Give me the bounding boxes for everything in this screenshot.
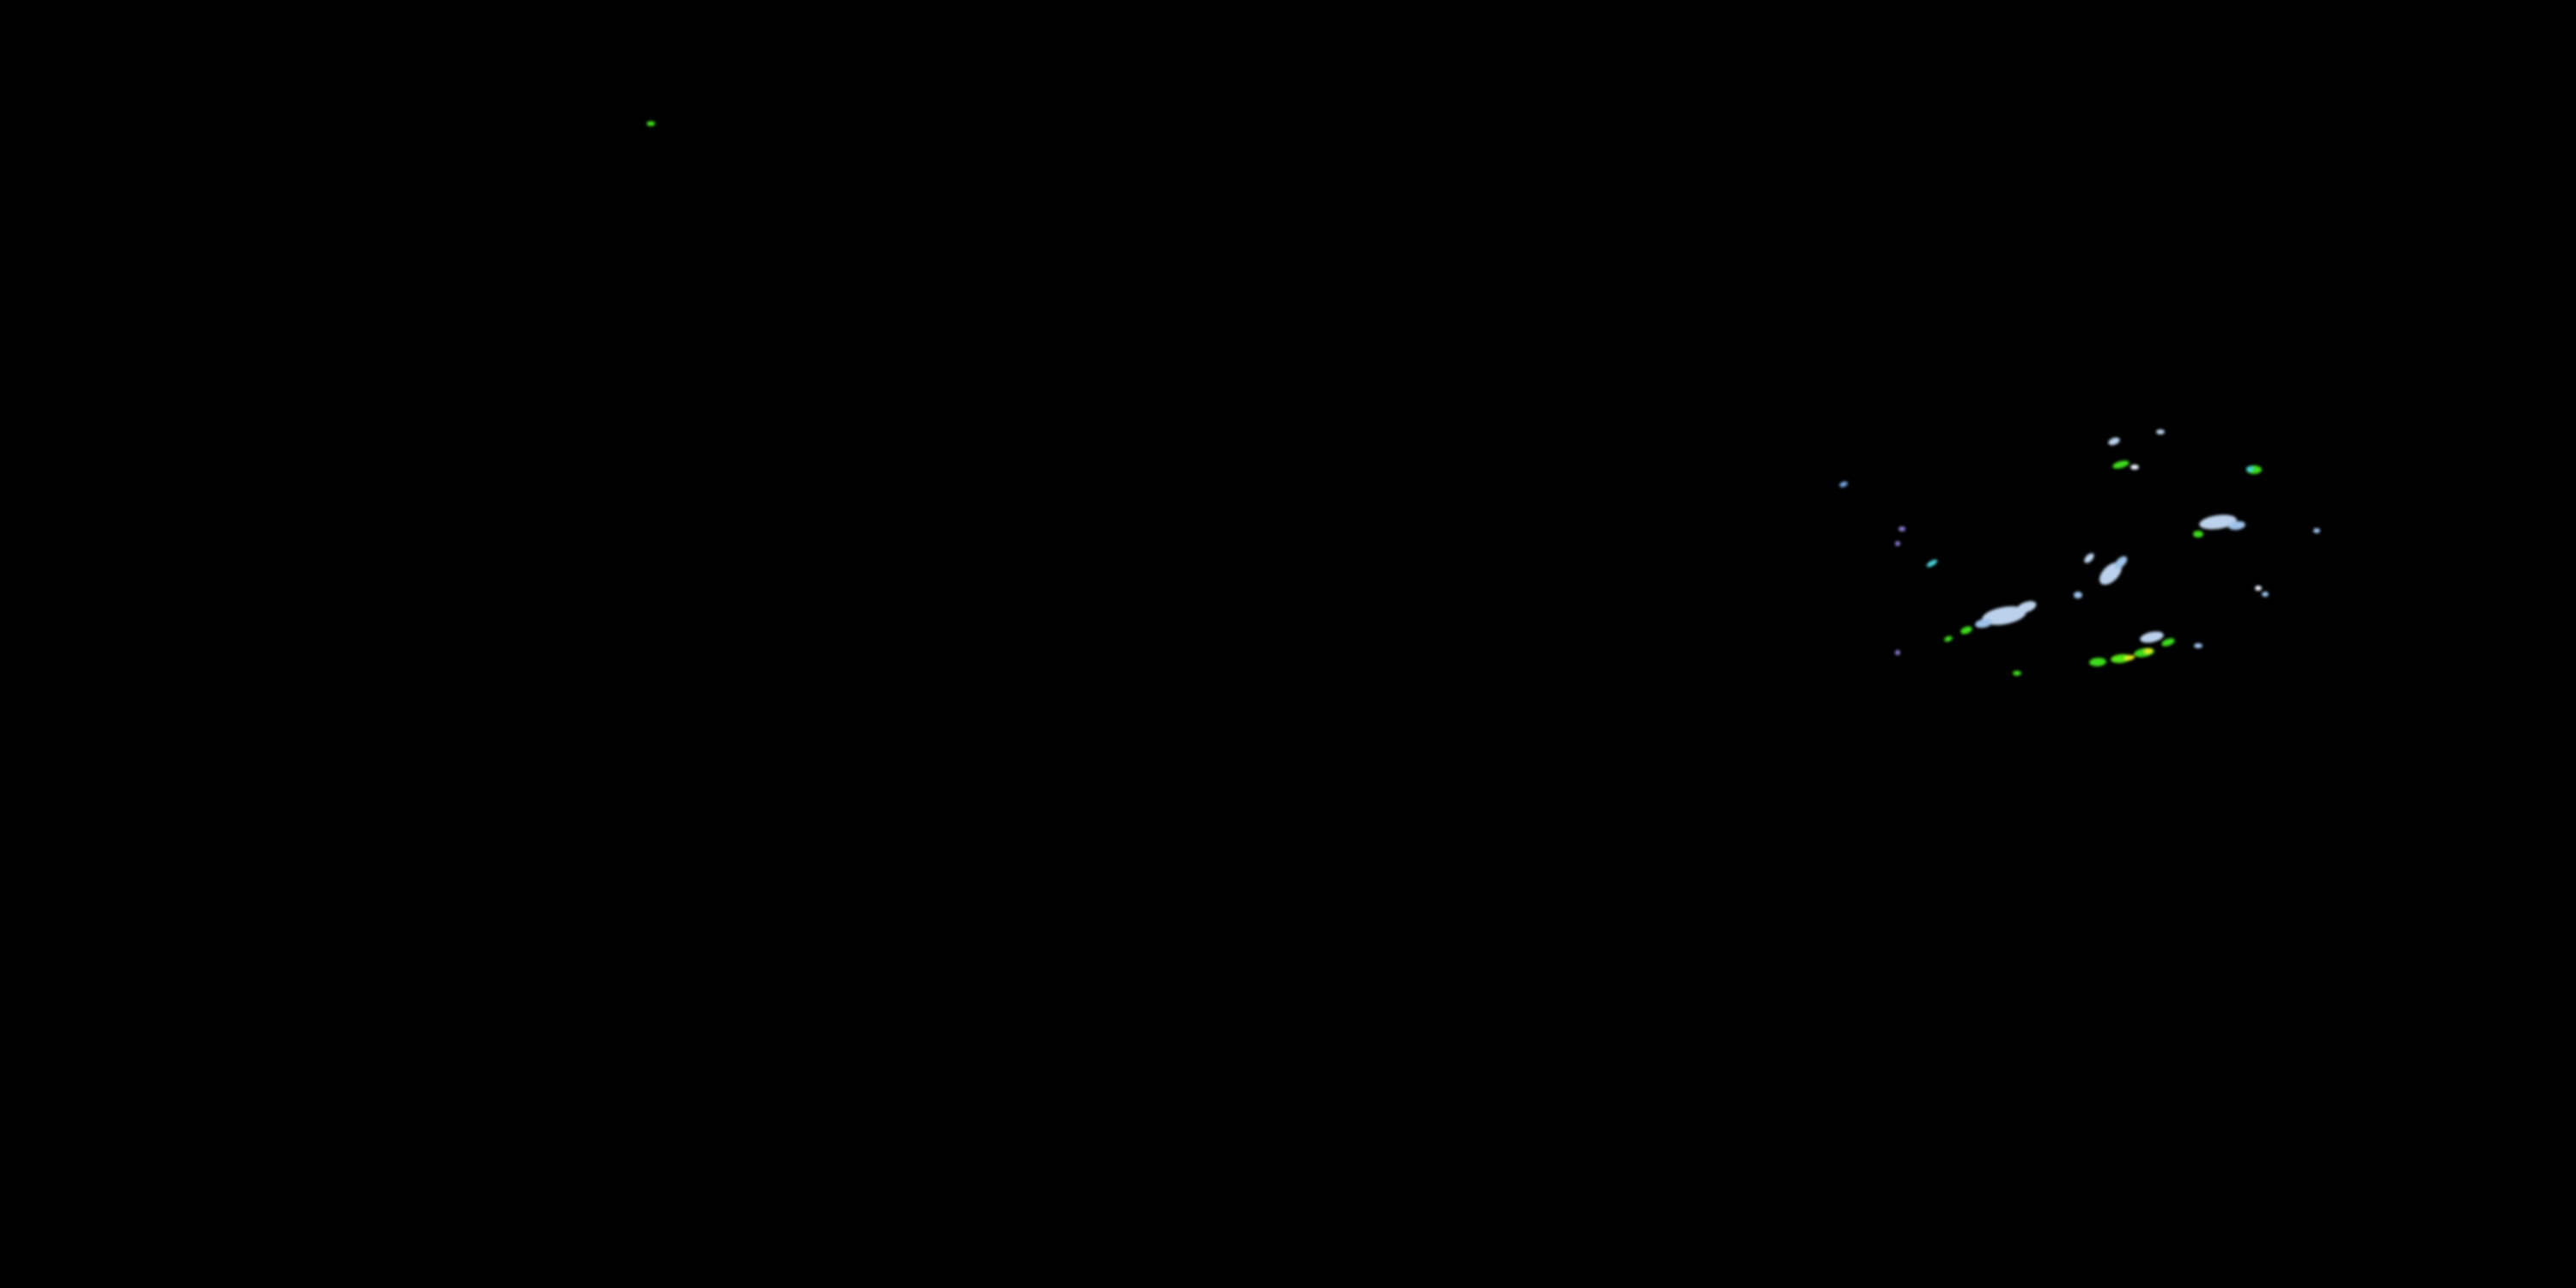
radar-cell: [1960, 626, 1972, 635]
radar-cell: [2228, 520, 2245, 531]
radar-cell: [2013, 671, 2021, 676]
radar-cell: [1899, 526, 1905, 532]
radar-cell: [2246, 466, 2253, 471]
radar-cell: [2313, 528, 2320, 533]
radar-cell: [2193, 531, 2203, 538]
radar-cell: [2114, 556, 2128, 569]
radar-cell: [2124, 654, 2135, 661]
radar-cell: [2144, 647, 2153, 654]
radar-cell: [2130, 465, 2139, 470]
radar-cell: [2074, 592, 2082, 598]
radar-cell: [2199, 514, 2237, 530]
radar-cell: [2194, 643, 2202, 648]
radar-cell: [1944, 635, 1953, 642]
radar-cell: [1839, 481, 1848, 488]
radar-cell: [2089, 657, 2106, 667]
radar-cell: [2140, 631, 2164, 643]
radar-cell: [2108, 437, 2120, 446]
radar-cell: [2084, 553, 2094, 563]
radar-cell: [2156, 429, 2165, 434]
radar-cell: [2262, 592, 2269, 597]
radar-cell: [647, 121, 655, 126]
radar-cell: [2112, 460, 2129, 469]
radar-cell: [1895, 541, 1900, 546]
radar-cell: [1982, 606, 2026, 625]
radar-cell: [1895, 650, 1900, 655]
radar-cell: [2161, 638, 2175, 647]
radar-cell: [1975, 618, 1992, 629]
radar-cell: [2134, 647, 2154, 658]
radar-cell: [2016, 601, 2037, 613]
radar-cell: [1926, 559, 1938, 568]
radar-cell: [2255, 586, 2262, 591]
